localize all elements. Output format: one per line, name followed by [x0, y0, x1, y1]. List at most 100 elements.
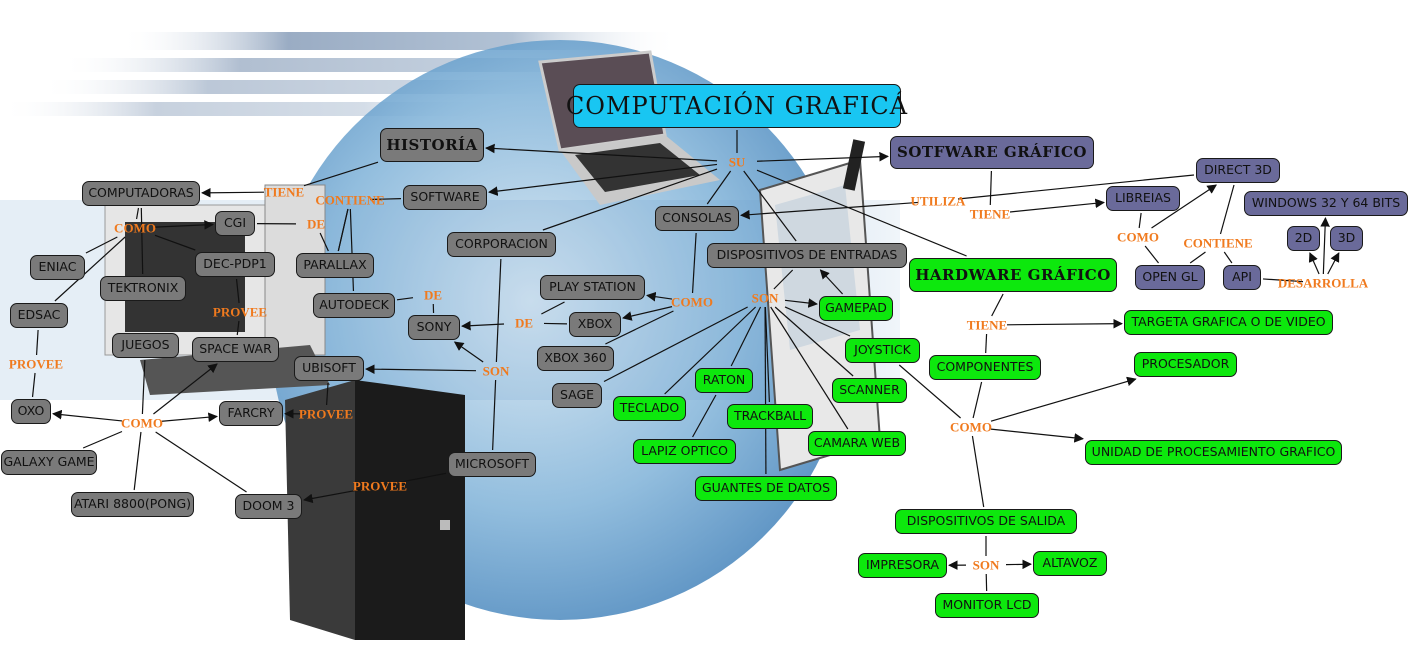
- concept-node-camara-web[interactable]: CAMARA WEB: [808, 431, 906, 456]
- concept-node-software[interactable]: SOFTWARE: [403, 185, 487, 210]
- linking-phrase-como-comp: COMO: [114, 220, 156, 236]
- concept-node-sage[interactable]: SAGE: [552, 383, 602, 408]
- connector-juegos-como_juegos: [141, 359, 146, 415]
- concept-node-lapiz-optico[interactable]: LAPIZ OPTICO: [633, 439, 736, 464]
- connector-de_xbox-sony: [461, 320, 505, 331]
- connector-contiene_sw-parallax: [337, 208, 349, 252]
- concept-node-scanner[interactable]: SCANNER: [832, 378, 907, 403]
- concept-node-title[interactable]: COMPUTACIÓN GRAFICÁ: [566, 84, 907, 128]
- connector-como_lib-open_gl: [1144, 245, 1160, 264]
- concept-node-procesador[interactable]: PROCESADOR: [1134, 352, 1237, 377]
- linking-phrase-desarrolla: DESARROLLA: [1277, 275, 1369, 291]
- concept-node-ubisoft[interactable]: UBISOFT: [294, 356, 364, 381]
- concept-node-tektronix[interactable]: TEKTRONIX: [100, 276, 186, 301]
- concept-node-dispositivos-entradas[interactable]: DISPOSITIVOS DE ENTRADAS: [707, 243, 907, 268]
- connector-su-hardware_grafico: [756, 169, 967, 257]
- connector-software_grafico-tiene_sw: [989, 170, 992, 206]
- connector-son_disp-gamepad: [784, 298, 818, 308]
- concept-node-gamepad[interactable]: GAMEPAD: [819, 296, 893, 321]
- concept-node-software-grafico[interactable]: SOTFWARE GRÁFICO: [890, 136, 1094, 169]
- connector-como_juegos-doom3: [155, 431, 247, 493]
- concept-node-windows[interactable]: WINDOWS 32 Y 64 BITS: [1244, 191, 1408, 216]
- linking-phrase-provee-dec: PROVEE: [212, 304, 268, 320]
- linking-phrase-tiene-hist: TIENE: [263, 184, 305, 200]
- concept-node-computadoras[interactable]: COMPUTADORAS: [82, 181, 200, 206]
- concept-node-farcry[interactable]: FARCRY: [219, 401, 283, 426]
- concept-node-d2[interactable]: 2D: [1287, 226, 1320, 251]
- connector-son_disp-trackball: [764, 306, 770, 403]
- concept-node-sony[interactable]: SONY: [408, 315, 460, 340]
- connector-tiene_hist-computadoras: [201, 187, 265, 198]
- concept-node-xbox360[interactable]: XBOX 360: [537, 346, 614, 371]
- connector-como_hw-procesador: [990, 376, 1137, 422]
- connector-componentes-como_hw: [972, 381, 983, 419]
- linking-phrase-contiene-d3d: CONTIENE: [1183, 235, 1253, 251]
- concept-node-doom3[interactable]: DOOM 3: [235, 494, 302, 519]
- concept-node-componentes[interactable]: COMPONENTES: [929, 355, 1041, 380]
- connector-raton-lapiz_optico: [692, 394, 717, 438]
- linking-phrase-provee-edsac: PROVEE: [8, 356, 64, 372]
- connector-consolas-como_consolas: [691, 232, 697, 294]
- concept-node-edsac[interactable]: EDSAC: [10, 303, 68, 328]
- concept-node-guantes-datos[interactable]: GUANTES DE DATOS: [695, 476, 837, 501]
- connector-api-desarrolla: [1262, 278, 1304, 283]
- concept-node-unidad-proc[interactable]: UNIDAD DE PROCESAMIENTO GRAFICO: [1085, 440, 1342, 465]
- concept-node-raton[interactable]: RATON: [695, 368, 753, 393]
- linking-phrase-de-xbox: DE: [514, 315, 534, 331]
- concept-node-api[interactable]: API: [1223, 265, 1261, 290]
- concept-node-atari[interactable]: ATARI 8800(PONG): [71, 492, 194, 517]
- concept-node-space-war[interactable]: SPACE WAR: [192, 337, 279, 362]
- connector-corporacion-son_corp: [495, 258, 502, 363]
- connector-son_disp-scanner: [774, 306, 854, 377]
- concept-node-cgi[interactable]: CGI: [215, 211, 255, 236]
- concept-node-libreias[interactable]: LIBREIAS: [1106, 186, 1180, 211]
- connector-tiene_hw-targeta: [1006, 318, 1123, 329]
- connector-tiene_sw-libreias: [1009, 198, 1105, 213]
- concept-node-trackball[interactable]: TRACKBALL: [727, 404, 813, 429]
- concept-node-monitor-lcd[interactable]: MONITOR LCD: [935, 593, 1039, 618]
- connector-desarrolla-d2: [1308, 252, 1320, 275]
- concept-node-oxo[interactable]: OXO: [11, 399, 51, 424]
- concept-node-parallax[interactable]: PARALLAX: [296, 253, 374, 278]
- connector-como_juegos-galaxy_game: [82, 430, 123, 449]
- connector-gamepad-dispositivos_entradas: [819, 269, 844, 295]
- concept-node-eniac[interactable]: ENIAC: [30, 255, 85, 280]
- concept-node-hardware-grafico[interactable]: HARDWARE GRÁFICO: [909, 258, 1117, 292]
- linking-phrase-provee-ubisoft: PROVEE: [298, 406, 354, 422]
- connector-historia-tiene_hist: [303, 161, 379, 187]
- concept-node-xbox[interactable]: XBOX: [569, 312, 621, 337]
- concept-node-joystick[interactable]: JOYSTICK: [845, 338, 920, 363]
- connector-su-dispositivos_entradas: [743, 170, 797, 242]
- concept-node-open-gl[interactable]: OPEN GL: [1135, 265, 1205, 290]
- concept-node-dispositivos-salida[interactable]: DISPOSITIVOS DE SALIDA: [895, 509, 1077, 534]
- concept-node-consolas[interactable]: CONSOLAS: [655, 206, 739, 231]
- concept-node-galaxy-game[interactable]: GALAXY GAME: [1, 450, 97, 475]
- concept-node-impresora[interactable]: IMPRESORA: [858, 553, 947, 578]
- concept-node-autodeck[interactable]: AUTODECK: [313, 293, 395, 318]
- connector-como_comp-cgi: [154, 220, 214, 230]
- linking-phrase-su: SU: [728, 154, 746, 170]
- connector-hardware_grafico-tiene_hw: [991, 293, 1004, 317]
- concept-node-play-station[interactable]: PLAY STATION: [540, 275, 645, 300]
- connector-como_hw-unidad_proc: [990, 428, 1084, 443]
- concept-node-targeta[interactable]: TARGETA GRAFICA O DE VIDEO: [1124, 310, 1333, 335]
- linking-phrase-provee-ms: PROVEE: [352, 478, 408, 494]
- concept-node-juegos[interactable]: JUEGOS: [112, 333, 179, 358]
- connector-dec_pdp1-provee_dec: [235, 278, 240, 304]
- concept-node-teclado[interactable]: TECLADO: [613, 396, 686, 421]
- concept-node-corporacion[interactable]: CORPORACION: [447, 232, 556, 257]
- connector-como_comp-edsac: [54, 236, 126, 302]
- concept-node-altavoz[interactable]: ALTAVOZ: [1033, 551, 1107, 576]
- concept-node-d3[interactable]: 3D: [1330, 226, 1363, 251]
- connector-son_corp-ubisoft: [365, 364, 477, 374]
- concept-node-direct3d[interactable]: DIRECT 3D: [1196, 158, 1280, 183]
- concept-node-microsoft[interactable]: MICROSOFT: [448, 452, 536, 477]
- connector-como_juegos-farcry: [161, 412, 218, 422]
- connector-computadoras-tektronix: [140, 207, 144, 275]
- connector-de_xbox-play_station: [541, 301, 565, 315]
- concept-node-historia[interactable]: HISTORÍA: [380, 128, 484, 162]
- connector-software-contiene_sw: [369, 198, 402, 201]
- linking-phrase-de-autodeck: DE: [423, 287, 443, 303]
- concept-node-dec-pdp1[interactable]: DEC-PDP1: [195, 252, 275, 277]
